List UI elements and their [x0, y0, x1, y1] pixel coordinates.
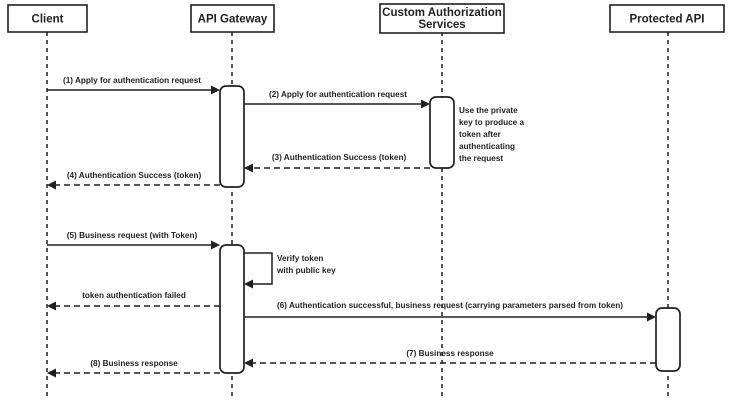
note-verify-token-line-1: Verify token — [277, 254, 323, 263]
message-6[interactable]: (6) Authentication successful, business … — [244, 301, 656, 322]
message-6-arrowhead-icon — [647, 312, 656, 322]
note-private-key-line-4: authenticating — [459, 142, 515, 151]
participant-box-protected-api[interactable] — [609, 4, 725, 33]
note-private-key-line-2: key to produce a — [459, 118, 525, 127]
note-verify-token-line-2: with public key — [276, 266, 336, 275]
message-2[interactable]: (2) Apply for authentication request — [244, 90, 430, 109]
participant-label-client: Client — [32, 14, 64, 26]
participant-custom-auth[interactable]: Custom Authorization Services — [379, 3, 505, 34]
message-6-label: (6) Authentication successful, business … — [277, 301, 623, 310]
self-call-verify-token-path — [244, 252, 273, 285]
participant-client[interactable]: Client — [7, 4, 88, 33]
message-5-label: (5) Business request (with Token) — [67, 231, 198, 240]
message-8[interactable]: (8) Business response — [47, 359, 220, 378]
message-1[interactable]: (1) Apply for authentication request — [47, 76, 220, 95]
message-7-label: (7) Business response — [406, 349, 494, 358]
activation-protected-api — [655, 307, 681, 372]
message-token-authentication-failed[interactable]: token authentication failed — [47, 291, 220, 311]
note-private-key-line-3: token after — [459, 130, 502, 139]
message-4-arrowhead-icon — [47, 180, 56, 190]
message-3-label: (3) Authentication Success (token) — [272, 153, 407, 162]
participant-box-client[interactable] — [7, 4, 88, 33]
lifelines-group — [46, 32, 669, 398]
activation-api-gateway-auth — [219, 85, 245, 188]
message-7-arrowhead-icon — [244, 358, 253, 368]
activation-api-gateway-business — [219, 244, 245, 374]
message-5[interactable]: (5) Business request (with Token) — [47, 231, 220, 250]
participant-box-api-gateway[interactable] — [190, 4, 275, 33]
self-call-verify-token[interactable]: Verify token with public key — [244, 252, 336, 289]
message-4-label: (4) Authentication Success (token) — [67, 171, 202, 180]
message-1-label: (1) Apply for authentication request — [63, 76, 201, 85]
participant-label-api-gateway: API Gateway — [198, 14, 268, 26]
participant-label-custom-auth-line2: Services — [418, 19, 465, 31]
message-2-label: (2) Apply for authentication request — [269, 90, 407, 99]
activation-custom-auth — [429, 96, 455, 169]
participant-api-gateway[interactable]: API Gateway — [190, 4, 275, 33]
message-4[interactable]: (4) Authentication Success (token) — [47, 171, 220, 190]
message-7[interactable]: (7) Business response — [244, 349, 656, 368]
note-private-key-line-5: the request — [459, 154, 503, 163]
message-3[interactable]: (3) Authentication Success (token) — [244, 153, 430, 173]
participant-protected-api[interactable]: Protected API — [609, 4, 725, 33]
self-call-verify-token-arrowhead-icon — [244, 279, 253, 289]
note-private-key: Use the private key to produce a token a… — [459, 106, 525, 163]
message-3-arrowhead-icon — [244, 163, 253, 173]
participant-label-protected-api: Protected API — [630, 14, 705, 26]
message-5-arrowhead-icon — [211, 240, 220, 250]
message-8-arrowhead-icon — [47, 368, 56, 378]
participant-box-custom-auth[interactable] — [379, 3, 505, 34]
message-8-label: (8) Business response — [90, 359, 178, 368]
message-token-failed-label: token authentication failed — [82, 291, 186, 300]
note-private-key-line-1: Use the private — [459, 106, 518, 115]
message-2-arrowhead-icon — [421, 99, 430, 109]
message-1-arrowhead-icon — [211, 85, 220, 95]
message-token-failed-arrowhead-icon — [47, 301, 56, 311]
participant-label-custom-auth-line1: Custom Authorization — [382, 7, 502, 19]
